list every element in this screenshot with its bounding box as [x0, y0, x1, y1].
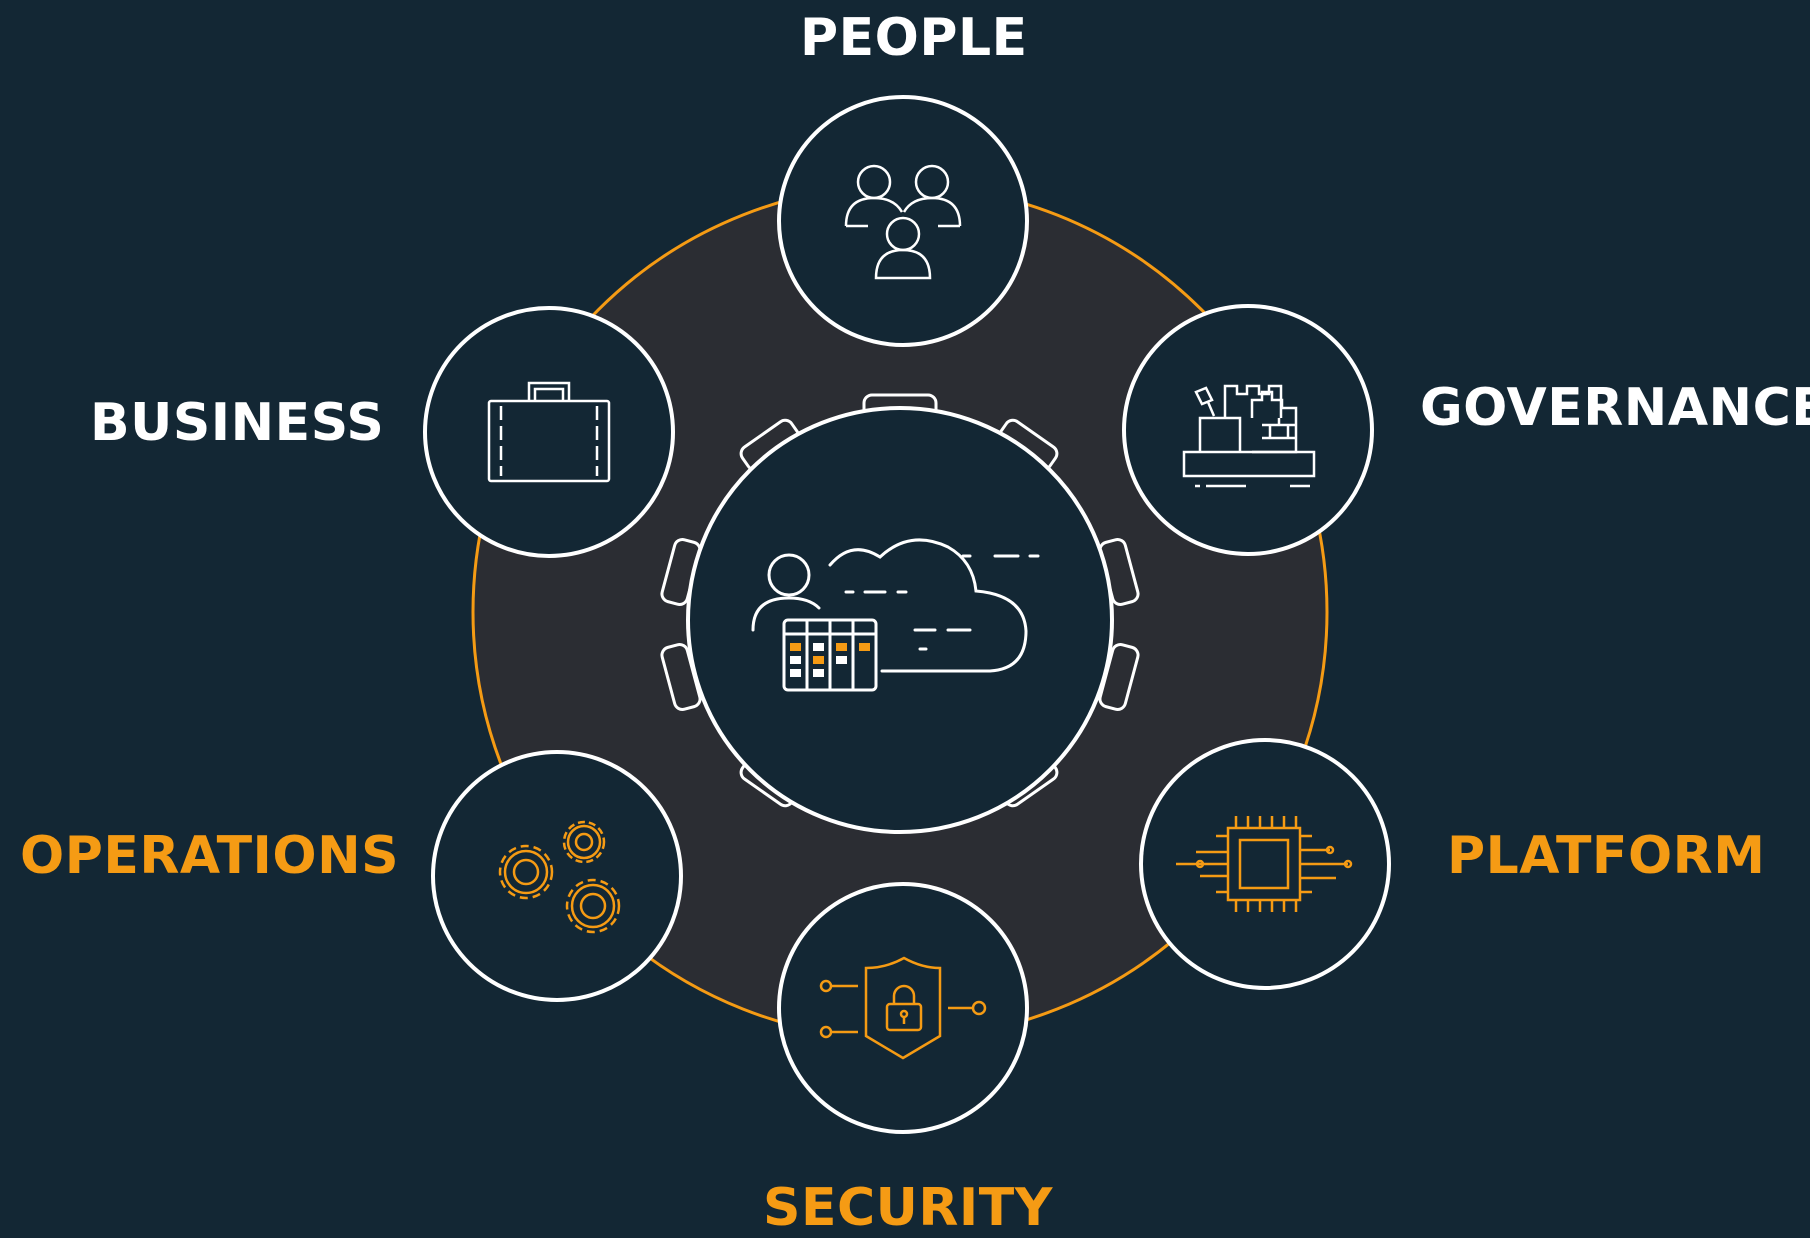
- security-label: SECURITY: [763, 1178, 1053, 1238]
- operations-node: [431, 750, 683, 1002]
- people-node: [777, 95, 1029, 347]
- platform-label: PLATFORM: [1447, 826, 1766, 886]
- gears-icon: [498, 820, 621, 934]
- business-node: [423, 306, 675, 558]
- castle-sandbox-icon: [1182, 384, 1316, 488]
- operations-label: OPERATIONS: [20, 826, 400, 886]
- cloud-user-calendar-icon: [751, 538, 1040, 692]
- calendar-cells: [790, 643, 870, 677]
- center-circle: [686, 406, 1114, 834]
- shield-lock-icon: [819, 956, 987, 1060]
- governance-node: [1122, 304, 1374, 556]
- people-label: PEOPLE: [800, 8, 1028, 68]
- platform-node: [1139, 738, 1391, 990]
- governance-label: GOVERNANCE: [1420, 378, 1810, 438]
- security-node: [777, 882, 1029, 1134]
- business-label: BUSINESS: [90, 393, 385, 453]
- people-group-icon: [844, 164, 962, 280]
- briefcase-icon: [487, 381, 611, 483]
- chip-icon: [1176, 816, 1353, 912]
